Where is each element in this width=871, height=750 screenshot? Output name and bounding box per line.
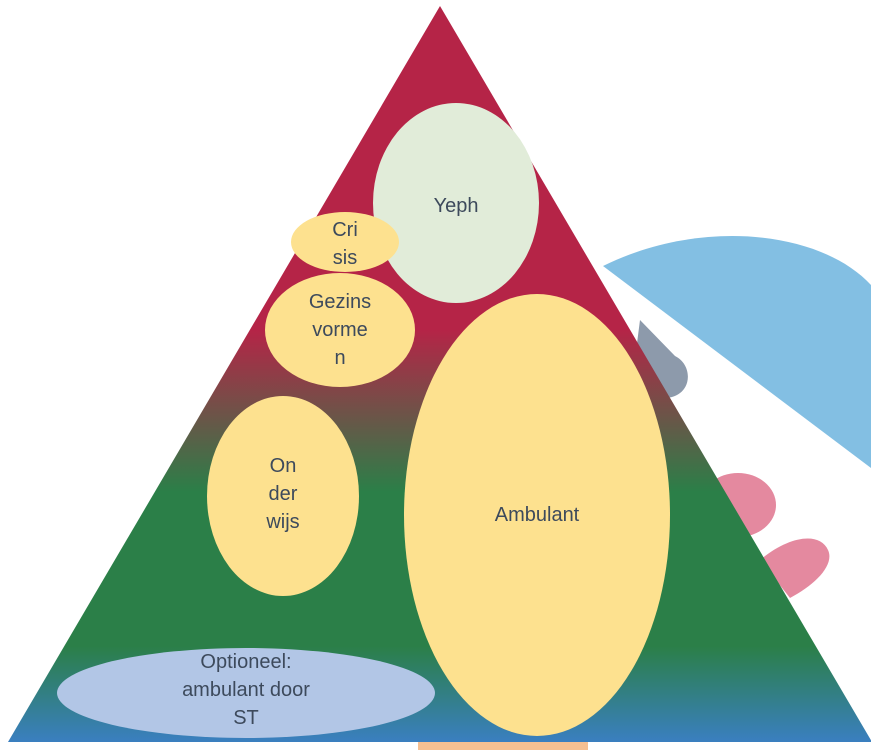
oval-yeph <box>373 103 539 303</box>
label-gezinsvormen: Gezins vorme n <box>308 291 372 369</box>
label-ambulant: Ambulant <box>494 504 580 526</box>
label-optioneel: Optioneel: ambulant door ST <box>182 651 310 729</box>
background-pink-shape-lower <box>760 538 830 598</box>
oval-crisis <box>291 212 399 272</box>
label-onderwijs: On der wijs <box>266 455 300 533</box>
label-crisis: Cri sis <box>332 219 358 269</box>
oval-ambulant <box>404 294 670 736</box>
oval-optioneel <box>57 648 435 738</box>
background-blue-arc <box>603 236 871 468</box>
label-yeph: Yeph <box>433 195 479 217</box>
oval-onderwijs <box>207 396 359 596</box>
oval-gezinsvormen <box>265 273 415 387</box>
